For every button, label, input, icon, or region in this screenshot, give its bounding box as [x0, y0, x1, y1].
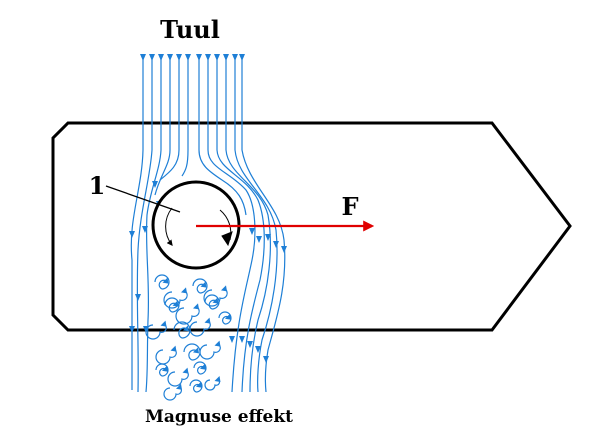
streamline-arrowhead: [256, 236, 262, 243]
streamline-arrowhead: [214, 54, 220, 61]
hull-outline: [51, 121, 572, 332]
streamline-arrowhead: [232, 54, 238, 61]
eddy-arrowhead: [176, 383, 182, 390]
eddy: [204, 378, 221, 391]
streamline-arrowhead: [249, 228, 255, 235]
streamline-arrowhead: [205, 54, 211, 61]
eddy: [183, 343, 201, 361]
streamline: [234, 55, 278, 393]
streamline: [145, 55, 162, 393]
wind-streamlines: [129, 54, 287, 393]
streamline-arrowhead: [152, 181, 158, 188]
eddy-arrowhead: [221, 285, 227, 292]
clockwise-rotation-icon: [165, 207, 233, 247]
streamline: [207, 55, 256, 393]
streamline-arrowhead: [196, 54, 202, 61]
streamline-arrowhead: [263, 356, 269, 363]
eddy-arrowhead: [193, 303, 199, 310]
streamline-arrowhead: [140, 54, 146, 61]
streamline-arrowhead: [129, 326, 135, 333]
cylinder-leader-line: [105, 185, 181, 213]
eddy: [145, 323, 167, 340]
eddy: [192, 278, 208, 294]
turbulent-wake: [145, 274, 232, 401]
eddy-arrowhead: [162, 277, 169, 284]
eddy-arrowhead: [181, 287, 187, 294]
eddy-arrowhead: [193, 347, 199, 354]
caption-label: Magnuse effekt: [145, 407, 293, 427]
streamline: [225, 55, 271, 393]
eddy: [167, 370, 189, 387]
streamline: [136, 55, 153, 393]
eddy: [218, 311, 232, 325]
eddy: [163, 386, 182, 401]
streamline-arrowhead: [167, 54, 173, 61]
streamline-arrowhead: [281, 246, 287, 253]
eddy: [204, 294, 220, 310]
title-label: Tuul: [160, 15, 220, 44]
eddy-arrowhead: [214, 376, 221, 382]
streamline-arrowhead: [247, 341, 253, 348]
eddy: [189, 379, 203, 393]
streamline-arrowhead: [149, 54, 155, 61]
eddy-arrowhead: [162, 365, 168, 372]
streamline: [181, 55, 189, 177]
eddy: [155, 363, 169, 377]
eddy-arrowhead: [204, 317, 211, 324]
streamline-arrowhead: [185, 54, 191, 61]
streamline-arrowhead: [239, 54, 245, 61]
streamline-arrowhead: [239, 336, 245, 343]
streamline: [159, 55, 180, 181]
streamline: [198, 55, 247, 216]
eddy-arrowhead: [200, 363, 206, 370]
eddy-arrowhead: [212, 297, 219, 304]
streamline-arrowhead: [129, 231, 135, 238]
streamline-arrowhead: [273, 241, 279, 248]
streamline-arrowhead: [135, 294, 141, 301]
eddy-arrowhead: [225, 313, 231, 320]
streamline: [216, 55, 265, 393]
cylinder-number-label: 1: [89, 171, 106, 200]
streamline-arrowhead: [265, 234, 271, 241]
streamline-arrowhead: [176, 54, 182, 61]
eddy: [189, 320, 211, 337]
eddy-arrowhead: [214, 340, 221, 347]
streamline: [130, 55, 144, 390]
eddy-arrowhead: [183, 325, 189, 332]
eddy-arrowhead: [172, 300, 179, 307]
eddy: [154, 274, 170, 290]
eddy: [193, 361, 207, 375]
eddy: [164, 297, 180, 313]
streamline: [241, 55, 286, 393]
eddy: [199, 343, 221, 360]
streamline-arrowhead: [229, 336, 235, 343]
streamline-arrowhead: [158, 54, 164, 61]
eddy: [155, 348, 177, 365]
streamline-arrowhead: [255, 346, 261, 353]
eddy-arrowhead: [200, 281, 207, 288]
eddy-arrowhead: [196, 381, 202, 388]
streamline-arrowhead: [223, 54, 229, 61]
force-label: F: [341, 192, 358, 221]
eddy-arrowhead: [160, 320, 167, 327]
eddy-arrowhead: [182, 367, 189, 374]
eddy-arrowhead: [170, 345, 177, 352]
eddy: [173, 321, 191, 339]
streamline-arrowhead: [142, 226, 148, 233]
streamline: [154, 55, 171, 196]
eddy: [175, 305, 200, 325]
